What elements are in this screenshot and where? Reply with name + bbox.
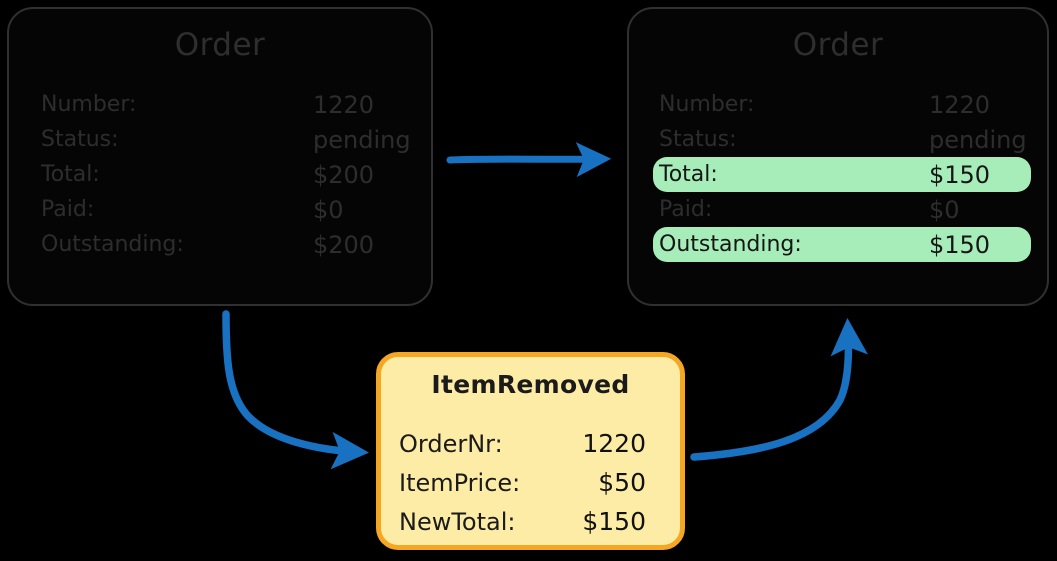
arrow-before-to-event: [222, 310, 369, 470]
field-value-total: $150: [929, 160, 991, 189]
table-row: Total: $200: [35, 157, 413, 192]
table-row: Number: 1220: [653, 87, 1031, 122]
arrow-before-to-after: [446, 142, 612, 178]
event-title: ItemRemoved: [431, 370, 630, 399]
event-field-list: OrderNr: 1220 ItemPrice: $50 NewTotal: $…: [399, 429, 664, 546]
table-row-highlighted-total: Total: $150: [653, 157, 1031, 192]
field-label-status: Status:: [41, 127, 119, 152]
field-label-total: Total:: [659, 162, 718, 187]
field-label-outstanding: Outstanding:: [659, 232, 802, 257]
field-value-number: 1220: [313, 90, 375, 119]
field-value-paid: $0: [929, 195, 960, 224]
table-row: Status: pending: [35, 122, 413, 157]
field-value-outstanding: $150: [929, 230, 991, 259]
table-row: Number: 1220: [35, 87, 413, 122]
order-after-title: Order: [792, 27, 884, 63]
arrow-event-to-after: [690, 318, 868, 461]
field-label-paid: Paid:: [41, 197, 95, 222]
event-label-newtotal: NewTotal:: [399, 508, 516, 536]
field-label-number: Number:: [659, 92, 755, 117]
event-label-ordernr: OrderNr:: [399, 430, 503, 458]
field-value-status: pending: [929, 125, 1027, 154]
table-row-highlighted-outstanding: Outstanding: $150: [653, 227, 1031, 262]
table-row: Paid: $0: [35, 192, 413, 227]
field-label-status: Status:: [659, 127, 737, 152]
event-value-ordernr: 1220: [582, 429, 646, 458]
list-item: OrderNr: 1220: [399, 429, 664, 468]
field-value-total: $200: [313, 160, 375, 189]
field-value-paid: $0: [313, 195, 344, 224]
list-item: NewTotal: $150: [399, 507, 664, 546]
event-label-itemprice: ItemPrice:: [399, 469, 521, 497]
field-value-status: pending: [313, 125, 411, 154]
field-label-paid: Paid:: [659, 197, 713, 222]
item-removed-event-box[interactable]: ItemRemoved OrderNr: 1220 ItemPrice: $50…: [376, 352, 685, 550]
table-row: Paid: $0: [653, 192, 1031, 227]
list-item: ItemPrice: $50: [399, 468, 664, 507]
order-after-field-list: Number: 1220 Status: pending Total: $150…: [653, 87, 1031, 262]
order-before-field-list: Number: 1220 Status: pending Total: $200…: [35, 87, 413, 262]
field-value-number: 1220: [929, 90, 991, 119]
event-value-newtotal: $150: [582, 507, 646, 536]
order-before-title: Order: [174, 27, 266, 63]
table-row: Status: pending: [653, 122, 1031, 157]
field-label-number: Number:: [41, 92, 137, 117]
table-row: Outstanding: $200: [35, 227, 413, 262]
field-label-outstanding: Outstanding:: [41, 232, 184, 257]
field-label-total: Total:: [41, 162, 100, 187]
field-value-outstanding: $200: [313, 230, 375, 259]
order-before-box[interactable]: Order Number: 1220 Status: pending Total…: [7, 7, 433, 306]
order-after-box[interactable]: Order Number: 1220 Status: pending Total…: [627, 7, 1049, 306]
event-value-itemprice: $50: [598, 468, 646, 497]
